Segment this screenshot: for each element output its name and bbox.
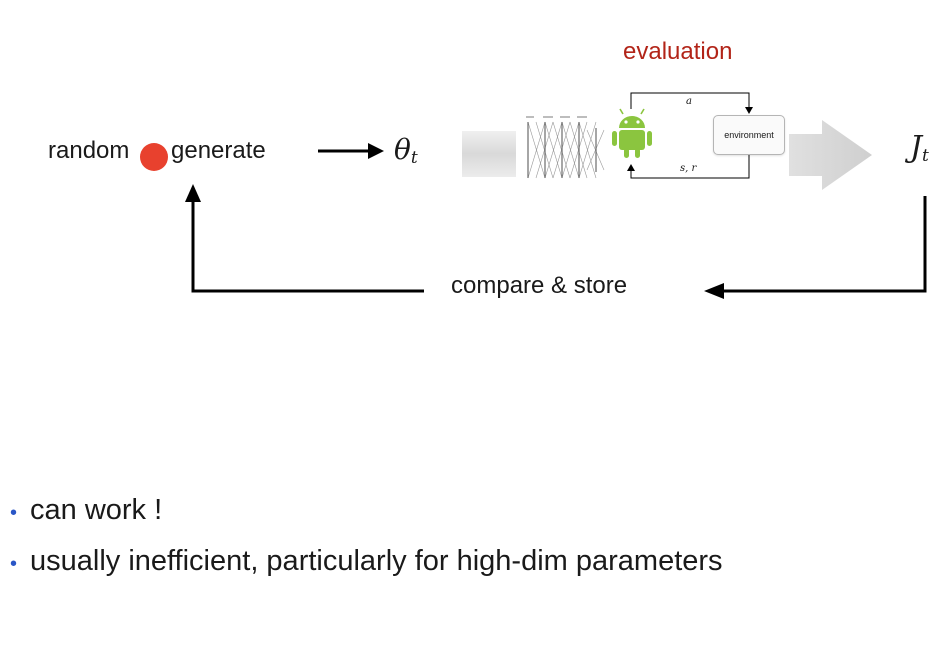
- output-block-arrow: [789, 120, 872, 190]
- compare-store-label: compare & store: [451, 272, 628, 299]
- j-symbol: J: [910, 130, 923, 165]
- input-block: [462, 131, 516, 177]
- environment-box: environment: [713, 115, 785, 155]
- evaluation-title: evaluation: [623, 38, 733, 65]
- action-arrow: [630, 92, 753, 114]
- bullet-dot-icon: •: [10, 553, 18, 575]
- return-line-right: [704, 196, 927, 299]
- arrow-to-theta: [318, 143, 384, 159]
- theta-subscript: t: [410, 148, 418, 168]
- theta-t-symbol: θt: [394, 133, 418, 168]
- random-label: random: [48, 137, 130, 164]
- feedback-arrow: [627, 153, 750, 179]
- generate-label: generate: [171, 137, 266, 164]
- bullet-item: • usually inefficient, particularly for …: [10, 545, 723, 578]
- bullet-item: • can work !: [10, 494, 162, 527]
- j-subscript: t: [922, 146, 929, 166]
- feedback-label: s, r: [680, 163, 697, 174]
- bullet-text: usually inefficient, particularly for hi…: [30, 545, 723, 577]
- environment-label: environment: [724, 130, 774, 140]
- j-t-symbol: Jt: [910, 130, 929, 166]
- bullet-dot-icon: •: [10, 502, 18, 524]
- android-robot-icon: [612, 108, 652, 158]
- theta-symbol: θ: [394, 133, 411, 166]
- action-label: a: [686, 96, 692, 107]
- bullet-text: can work !: [30, 494, 163, 526]
- red-dot-icon: [140, 143, 168, 171]
- neural-network-icon: [518, 112, 610, 192]
- return-line-left: [185, 184, 424, 293]
